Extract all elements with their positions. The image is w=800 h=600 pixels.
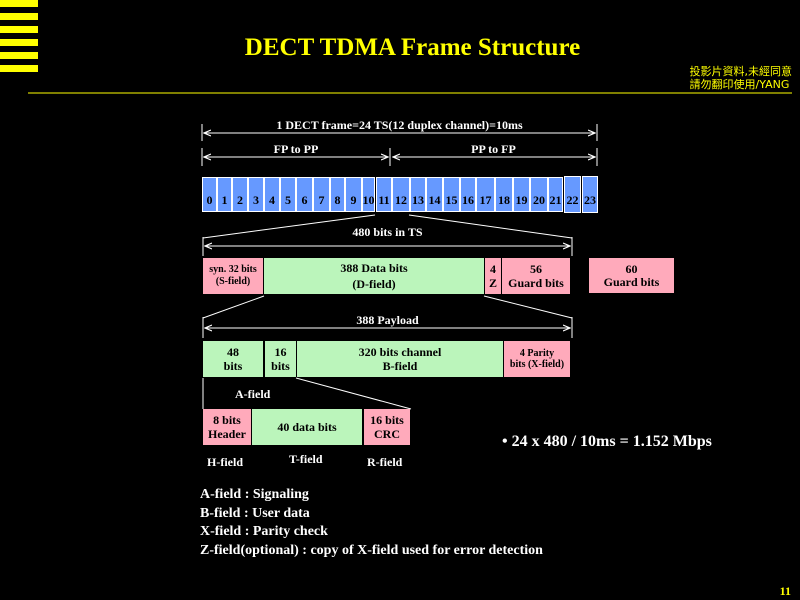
timeslot-11: 11 xyxy=(376,177,392,212)
text: 56 xyxy=(530,262,542,276)
r-field-label: R-field xyxy=(367,455,403,469)
text: 388 Data bits xyxy=(340,261,408,275)
text: 320 bits channel xyxy=(358,345,442,359)
legend-item: B-field : User data xyxy=(200,505,310,521)
data-field: 388 Data bits (D-field) xyxy=(264,258,484,294)
note-line: 請勿翻印使用/YANG xyxy=(689,78,790,91)
timeslot-12: 12 xyxy=(392,177,410,212)
text: 40 data bits xyxy=(277,420,337,434)
timeslot-17: 17 xyxy=(476,177,495,212)
legend-item: Z-field(optional) : copy of X-field used… xyxy=(200,542,543,558)
text: (S-field) xyxy=(215,276,251,287)
timeslot-20: 20 xyxy=(530,177,548,212)
timeslot-13: 13 xyxy=(410,177,426,212)
text: 60 xyxy=(625,261,638,276)
text: bits xyxy=(223,359,243,373)
timeslot-14: 14 xyxy=(426,177,443,212)
timeslot-2: 2 xyxy=(232,177,248,212)
ts-bits-label: 480 bits in TS xyxy=(352,225,423,239)
frame-label: 1 DECT frame=24 TS(12 duplex channel)=10… xyxy=(276,118,523,132)
text: 16 xyxy=(274,345,287,359)
timeslot-21: 21 xyxy=(548,177,563,212)
text: Header xyxy=(208,427,246,441)
text: Guard bits xyxy=(508,276,564,290)
fp-to-pp-label: FP to PP xyxy=(273,142,319,156)
timeslot-18: 18 xyxy=(495,177,513,212)
text: Z xyxy=(488,276,497,290)
timeslot-9: 9 xyxy=(345,177,362,212)
timeslot-19: 19 xyxy=(513,177,530,212)
text: Guard bits xyxy=(603,274,660,289)
timeslot-16: 16 xyxy=(460,177,476,212)
timeslot-8: 8 xyxy=(330,177,345,212)
legend-item: A-field : Signaling xyxy=(200,487,309,502)
timeslot-1: 1 xyxy=(217,177,232,212)
legend-item: X-field : Parity check xyxy=(200,524,328,539)
note-line: 投影片資料,未經同意 xyxy=(689,65,793,78)
timeslot-15: 15 xyxy=(443,177,460,212)
text: CRC xyxy=(374,427,400,441)
timeslot-10: 10 xyxy=(362,177,375,212)
text: syn. 32 bits xyxy=(209,264,257,275)
text: 4 xyxy=(490,262,496,276)
a-field-label: A-field xyxy=(235,387,271,401)
data-rate: • 24 x 480 / 10ms = 1.152 Mbps xyxy=(502,433,712,450)
timeslot-6: 6 xyxy=(296,177,313,212)
page-number: 11 xyxy=(779,584,791,598)
timeslot-0: 0 xyxy=(202,177,217,212)
slide-title: DECT TDMA Frame Structure xyxy=(244,34,581,61)
text: bits (X-field) xyxy=(509,359,565,370)
pp-to-fp-label: PP to FP xyxy=(471,142,516,156)
legend: A-field : Signaling B-field : User data … xyxy=(200,486,543,560)
sync-field: syn. 32 bits(S-field) xyxy=(203,258,263,294)
text: 4 Parity xyxy=(519,348,555,359)
timeslot-7: 7 xyxy=(313,177,330,212)
text: 16 bits xyxy=(370,413,404,427)
copyright-note: 投影片資料,未經同意請勿翻印使用/YANG xyxy=(690,65,793,91)
t-field-label: T-field xyxy=(289,452,323,466)
timeslot-5: 5 xyxy=(280,177,296,212)
text: 8 bits xyxy=(213,413,241,427)
h-field-label: H-field xyxy=(207,455,243,469)
payload-label: 388 Payload xyxy=(356,313,419,327)
timeslot-3: 3 xyxy=(248,177,264,212)
text: bits xyxy=(271,359,290,373)
text: (D-field) xyxy=(352,277,396,291)
timeslot-23: 23 xyxy=(582,176,598,213)
timeslot-22: 22 xyxy=(564,176,581,213)
t-field-box: 40 data bits xyxy=(252,409,362,445)
text: 48 xyxy=(227,345,239,359)
text: B-field xyxy=(382,359,418,373)
timeslot-4: 4 xyxy=(264,177,280,212)
